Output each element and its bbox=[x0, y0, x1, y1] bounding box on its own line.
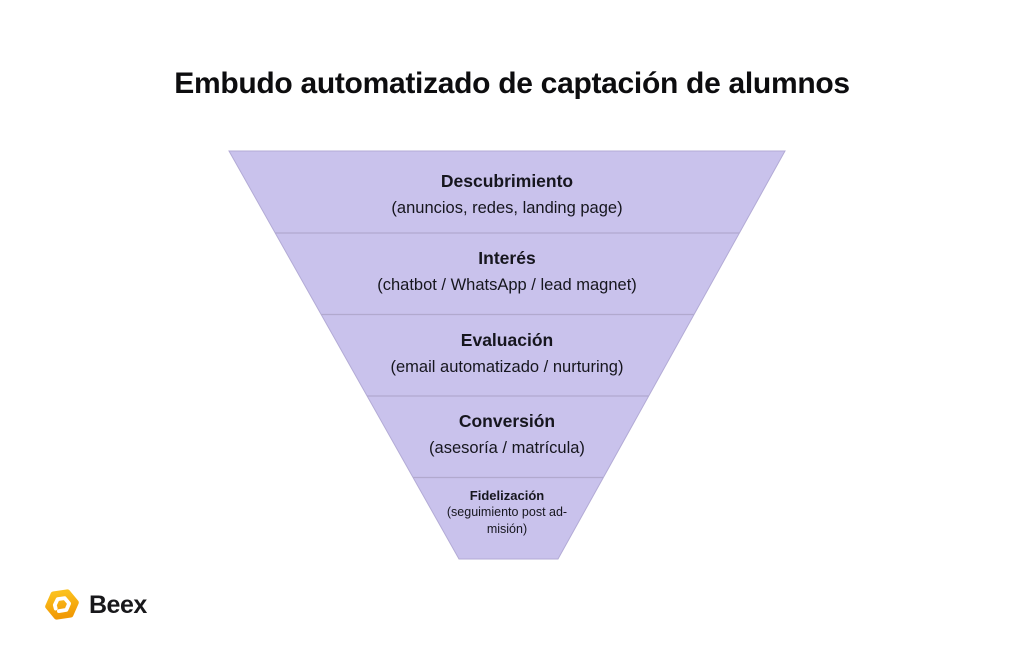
funnel-shape bbox=[228, 150, 786, 560]
funnel-stage-conversion: Conversión (asesoría / matrícula) bbox=[262, 408, 752, 461]
stage-detail: (email automatizado / nurturing) bbox=[390, 358, 624, 376]
stage-detail: (seguimiento post ad-misión) bbox=[446, 505, 568, 536]
stage-label: Fidelización bbox=[469, 488, 545, 503]
stage-label: Conversión bbox=[458, 411, 556, 431]
page-title: Embudo automatizado de captación de alum… bbox=[174, 67, 850, 100]
beex-logo: Beex bbox=[44, 585, 147, 624]
stage-label: Evaluación bbox=[460, 330, 554, 350]
funnel-stage-fidelizacion: Fidelización (seguimiento post ad-misión… bbox=[432, 487, 582, 538]
stage-detail: (anuncios, redes, landing page) bbox=[391, 199, 623, 217]
funnel-stage-descubrimiento: Descubrimiento (anuncios, redes, landing… bbox=[262, 168, 752, 221]
logo-text: Beex bbox=[89, 590, 147, 619]
funnel-stage-evaluacion: Evaluación (email automatizado / nurturi… bbox=[262, 327, 752, 380]
stage-detail: (chatbot / WhatsApp / lead magnet) bbox=[377, 276, 637, 294]
funnel-stage-interes: Interés (chatbot / WhatsApp / lead magne… bbox=[262, 245, 752, 298]
beex-hexagon-icon bbox=[45, 589, 79, 620]
stage-detail: (asesoría / matrícula) bbox=[429, 439, 585, 457]
stage-label: Descubrimiento bbox=[440, 171, 574, 191]
stage-label: Interés bbox=[478, 248, 536, 268]
